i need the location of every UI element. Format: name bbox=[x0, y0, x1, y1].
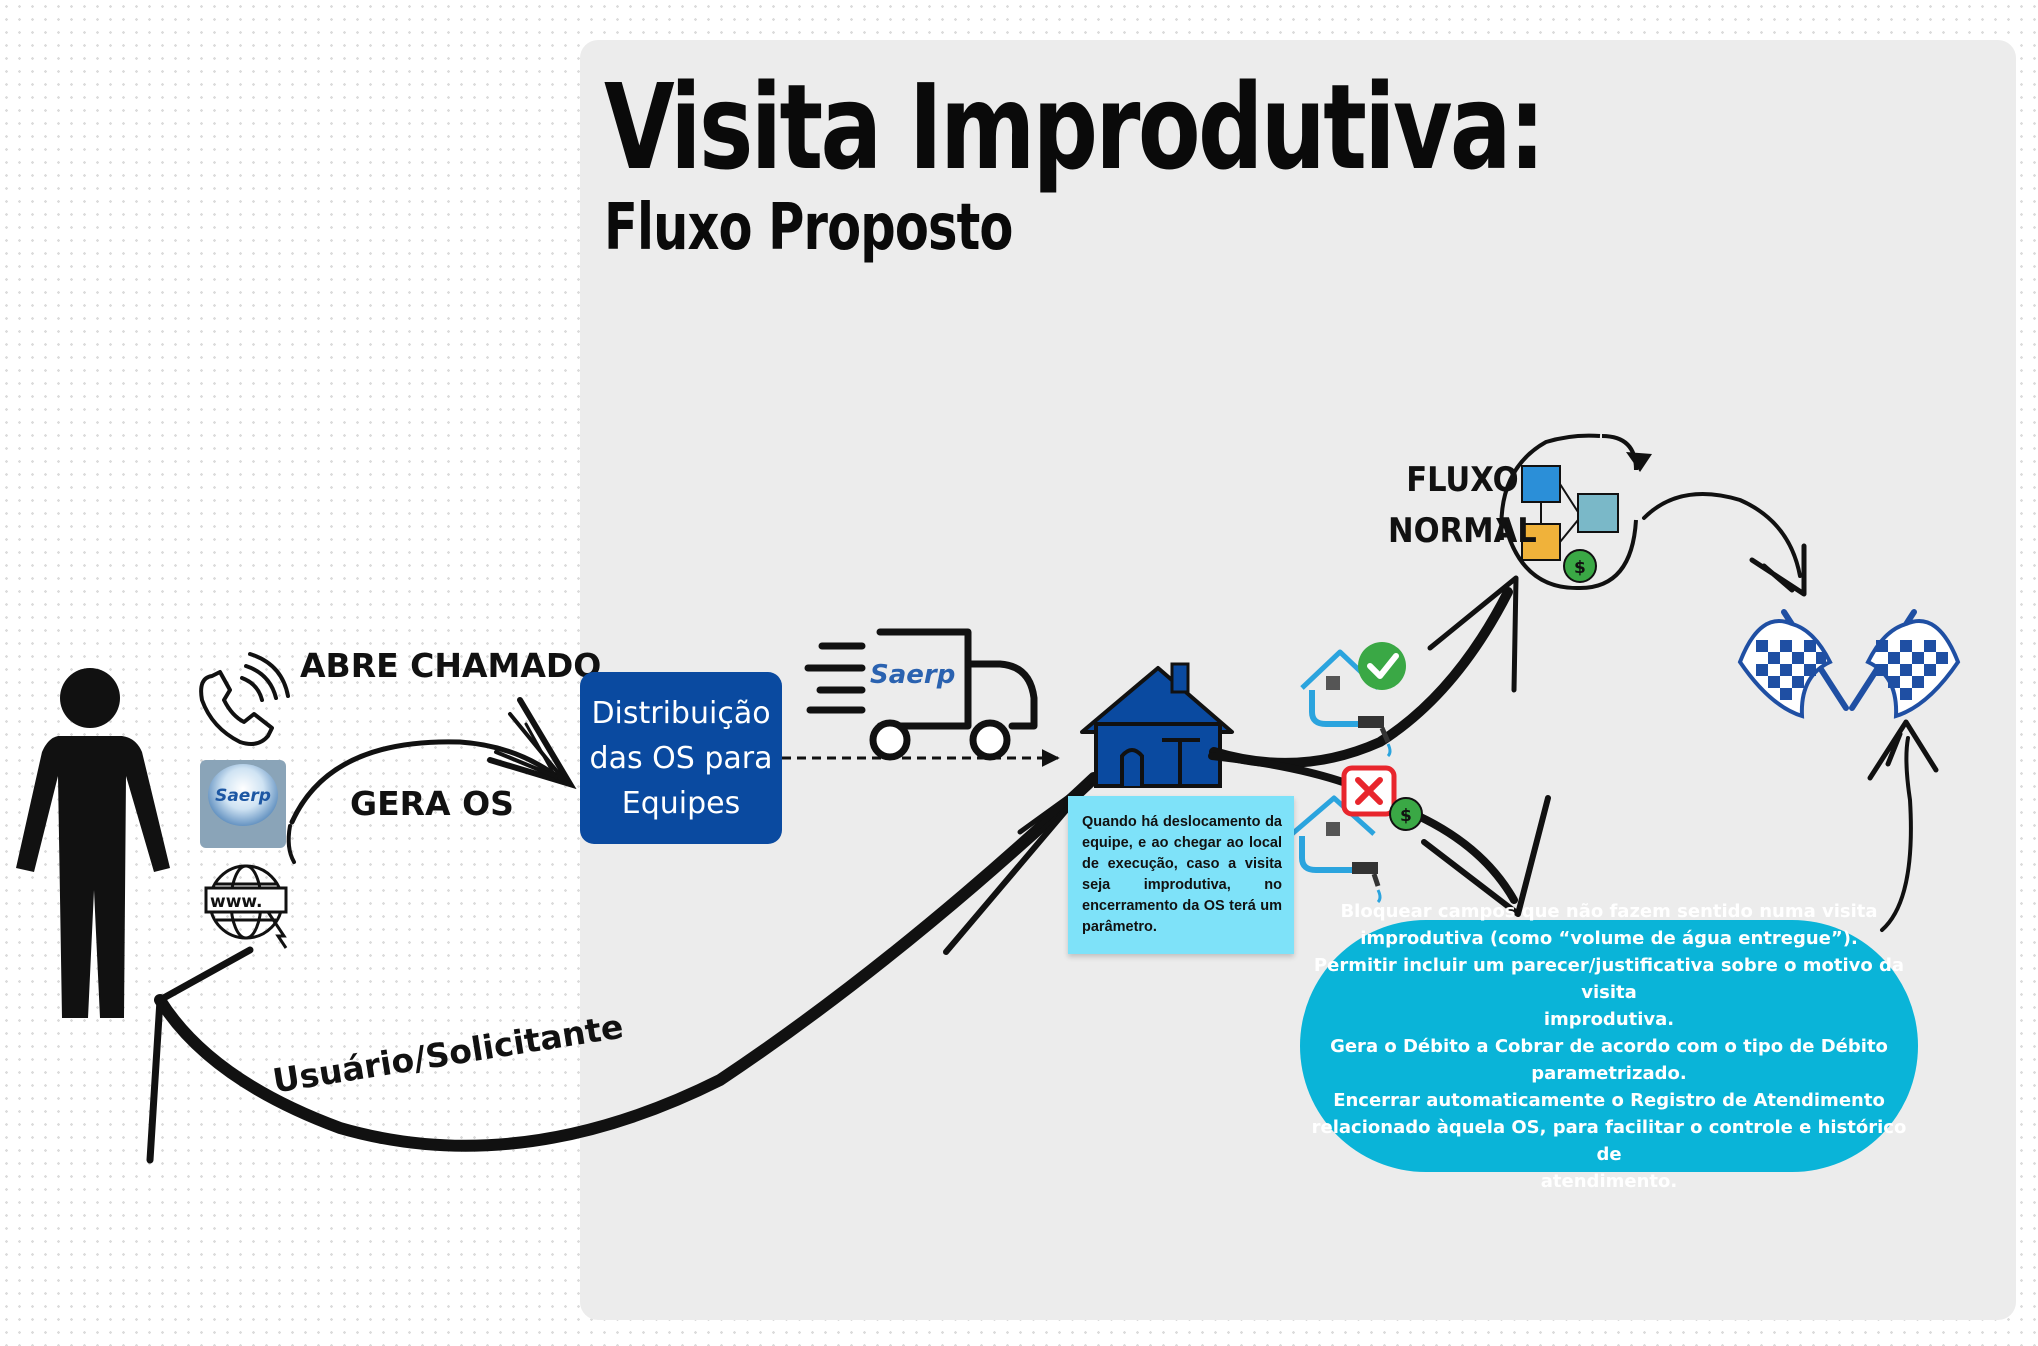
oval-line: relacionado àquela OS, para facilitar o … bbox=[1311, 1116, 1907, 1165]
distribution-box: Distribuição das OS para Equipes bbox=[580, 672, 782, 844]
page-subtitle: Fluxo Proposto bbox=[604, 191, 1013, 265]
phone-icon bbox=[199, 652, 290, 746]
oval-line: improdutiva (como “volume de água entreg… bbox=[1360, 927, 1858, 949]
oval-line: parametrizado. bbox=[1531, 1062, 1687, 1084]
saerp-logo-disc bbox=[208, 764, 278, 826]
oval-line: Gera o Débito a Cobrar de acordo com o t… bbox=[1330, 1035, 1888, 1057]
web-icon-text: www. bbox=[210, 892, 263, 912]
house-water-fail-icon: $ bbox=[1290, 765, 1423, 904]
request-arrow bbox=[286, 697, 577, 864]
oval-line: Encerrar automaticamente o Registro de A… bbox=[1333, 1089, 1885, 1111]
svg-text:$: $ bbox=[1574, 558, 1586, 578]
final-arrow bbox=[1867, 719, 1939, 932]
saerp-logo-text: Saerp bbox=[215, 786, 271, 806]
oval-line: Bloquear campos que não fazem sentido nu… bbox=[1340, 900, 1878, 922]
workflow-icon: $ bbox=[1496, 433, 1652, 591]
oval-line: improdutiva. bbox=[1543, 1008, 1675, 1030]
checkered-flags-icon bbox=[1737, 609, 1961, 719]
fluxo-normal-label: FLUXO NORMAL bbox=[1388, 455, 1537, 557]
saerp-logo-badge: Saerp bbox=[200, 760, 286, 848]
svg-text:$: $ bbox=[1400, 806, 1412, 826]
house-icon bbox=[1080, 662, 1234, 788]
page-title: Visita Improdutiva: bbox=[604, 58, 1545, 196]
web-icon bbox=[204, 864, 288, 949]
oval-line: atendimento. bbox=[1540, 1170, 1678, 1192]
sticky-note: Quando há deslocamento da equipe, e ao c… bbox=[1068, 796, 1294, 954]
fluxo-normal-line2: NORMAL bbox=[1388, 511, 1537, 551]
house-water-ok-icon bbox=[1300, 642, 1406, 758]
truck-logo-text: Saerp bbox=[870, 660, 956, 690]
gera-os-label: GERA OS bbox=[350, 784, 514, 823]
normal-flow-arrow bbox=[1642, 492, 1807, 597]
return-arrow bbox=[146, 772, 1100, 1164]
truck-icon bbox=[804, 628, 1038, 761]
oval-line: Permitir incluir um parecer/justificativ… bbox=[1313, 954, 1905, 1003]
actions-oval: Bloquear campos que não fazem sentido nu… bbox=[1300, 901, 1918, 1192]
fluxo-normal-line1: FLUXO bbox=[1406, 460, 1519, 500]
person-icon bbox=[16, 668, 170, 1018]
abre-chamado-label: ABRE CHAMADO bbox=[300, 646, 602, 685]
